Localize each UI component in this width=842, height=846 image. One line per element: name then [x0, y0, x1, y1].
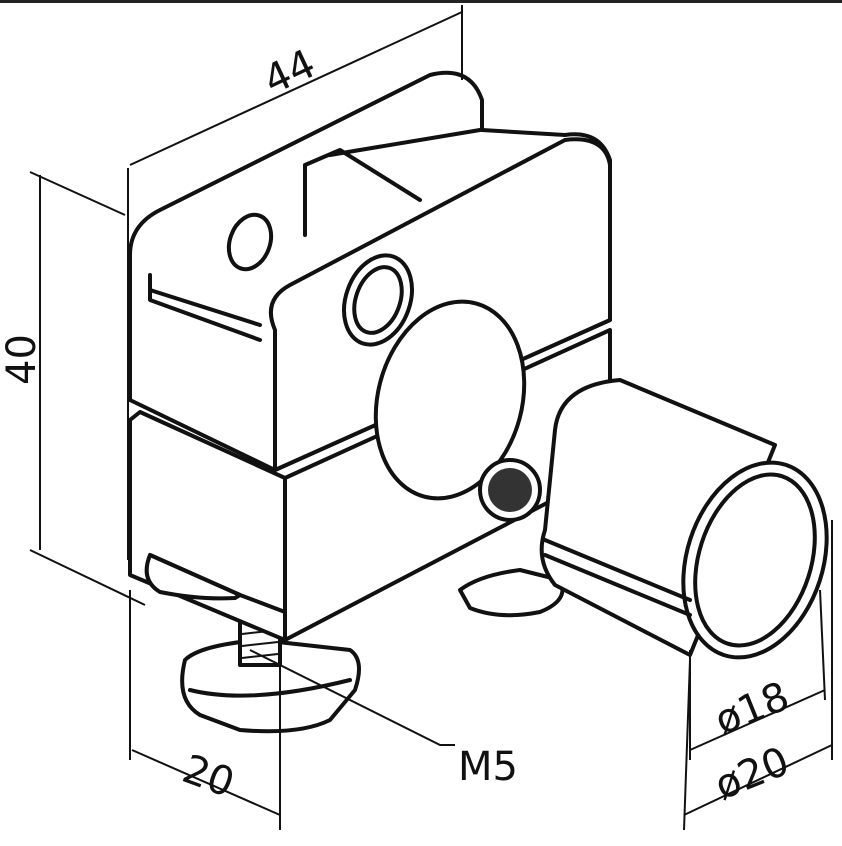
cross-tube [539, 378, 829, 660]
dimension-lines [29, 5, 833, 831]
dim-depth-label: 20 [177, 746, 241, 807]
border-line [0, 0, 842, 3]
dim-height-label: 40 [0, 334, 45, 385]
thread-label: M5 [458, 744, 518, 790]
tube-bore [373, 299, 542, 522]
inner-diameter-label: ø18 [709, 673, 796, 744]
t-nut [180, 568, 565, 734]
outer-diameter-label: ø20 [709, 738, 796, 809]
dim-width-label: 44 [257, 41, 323, 104]
